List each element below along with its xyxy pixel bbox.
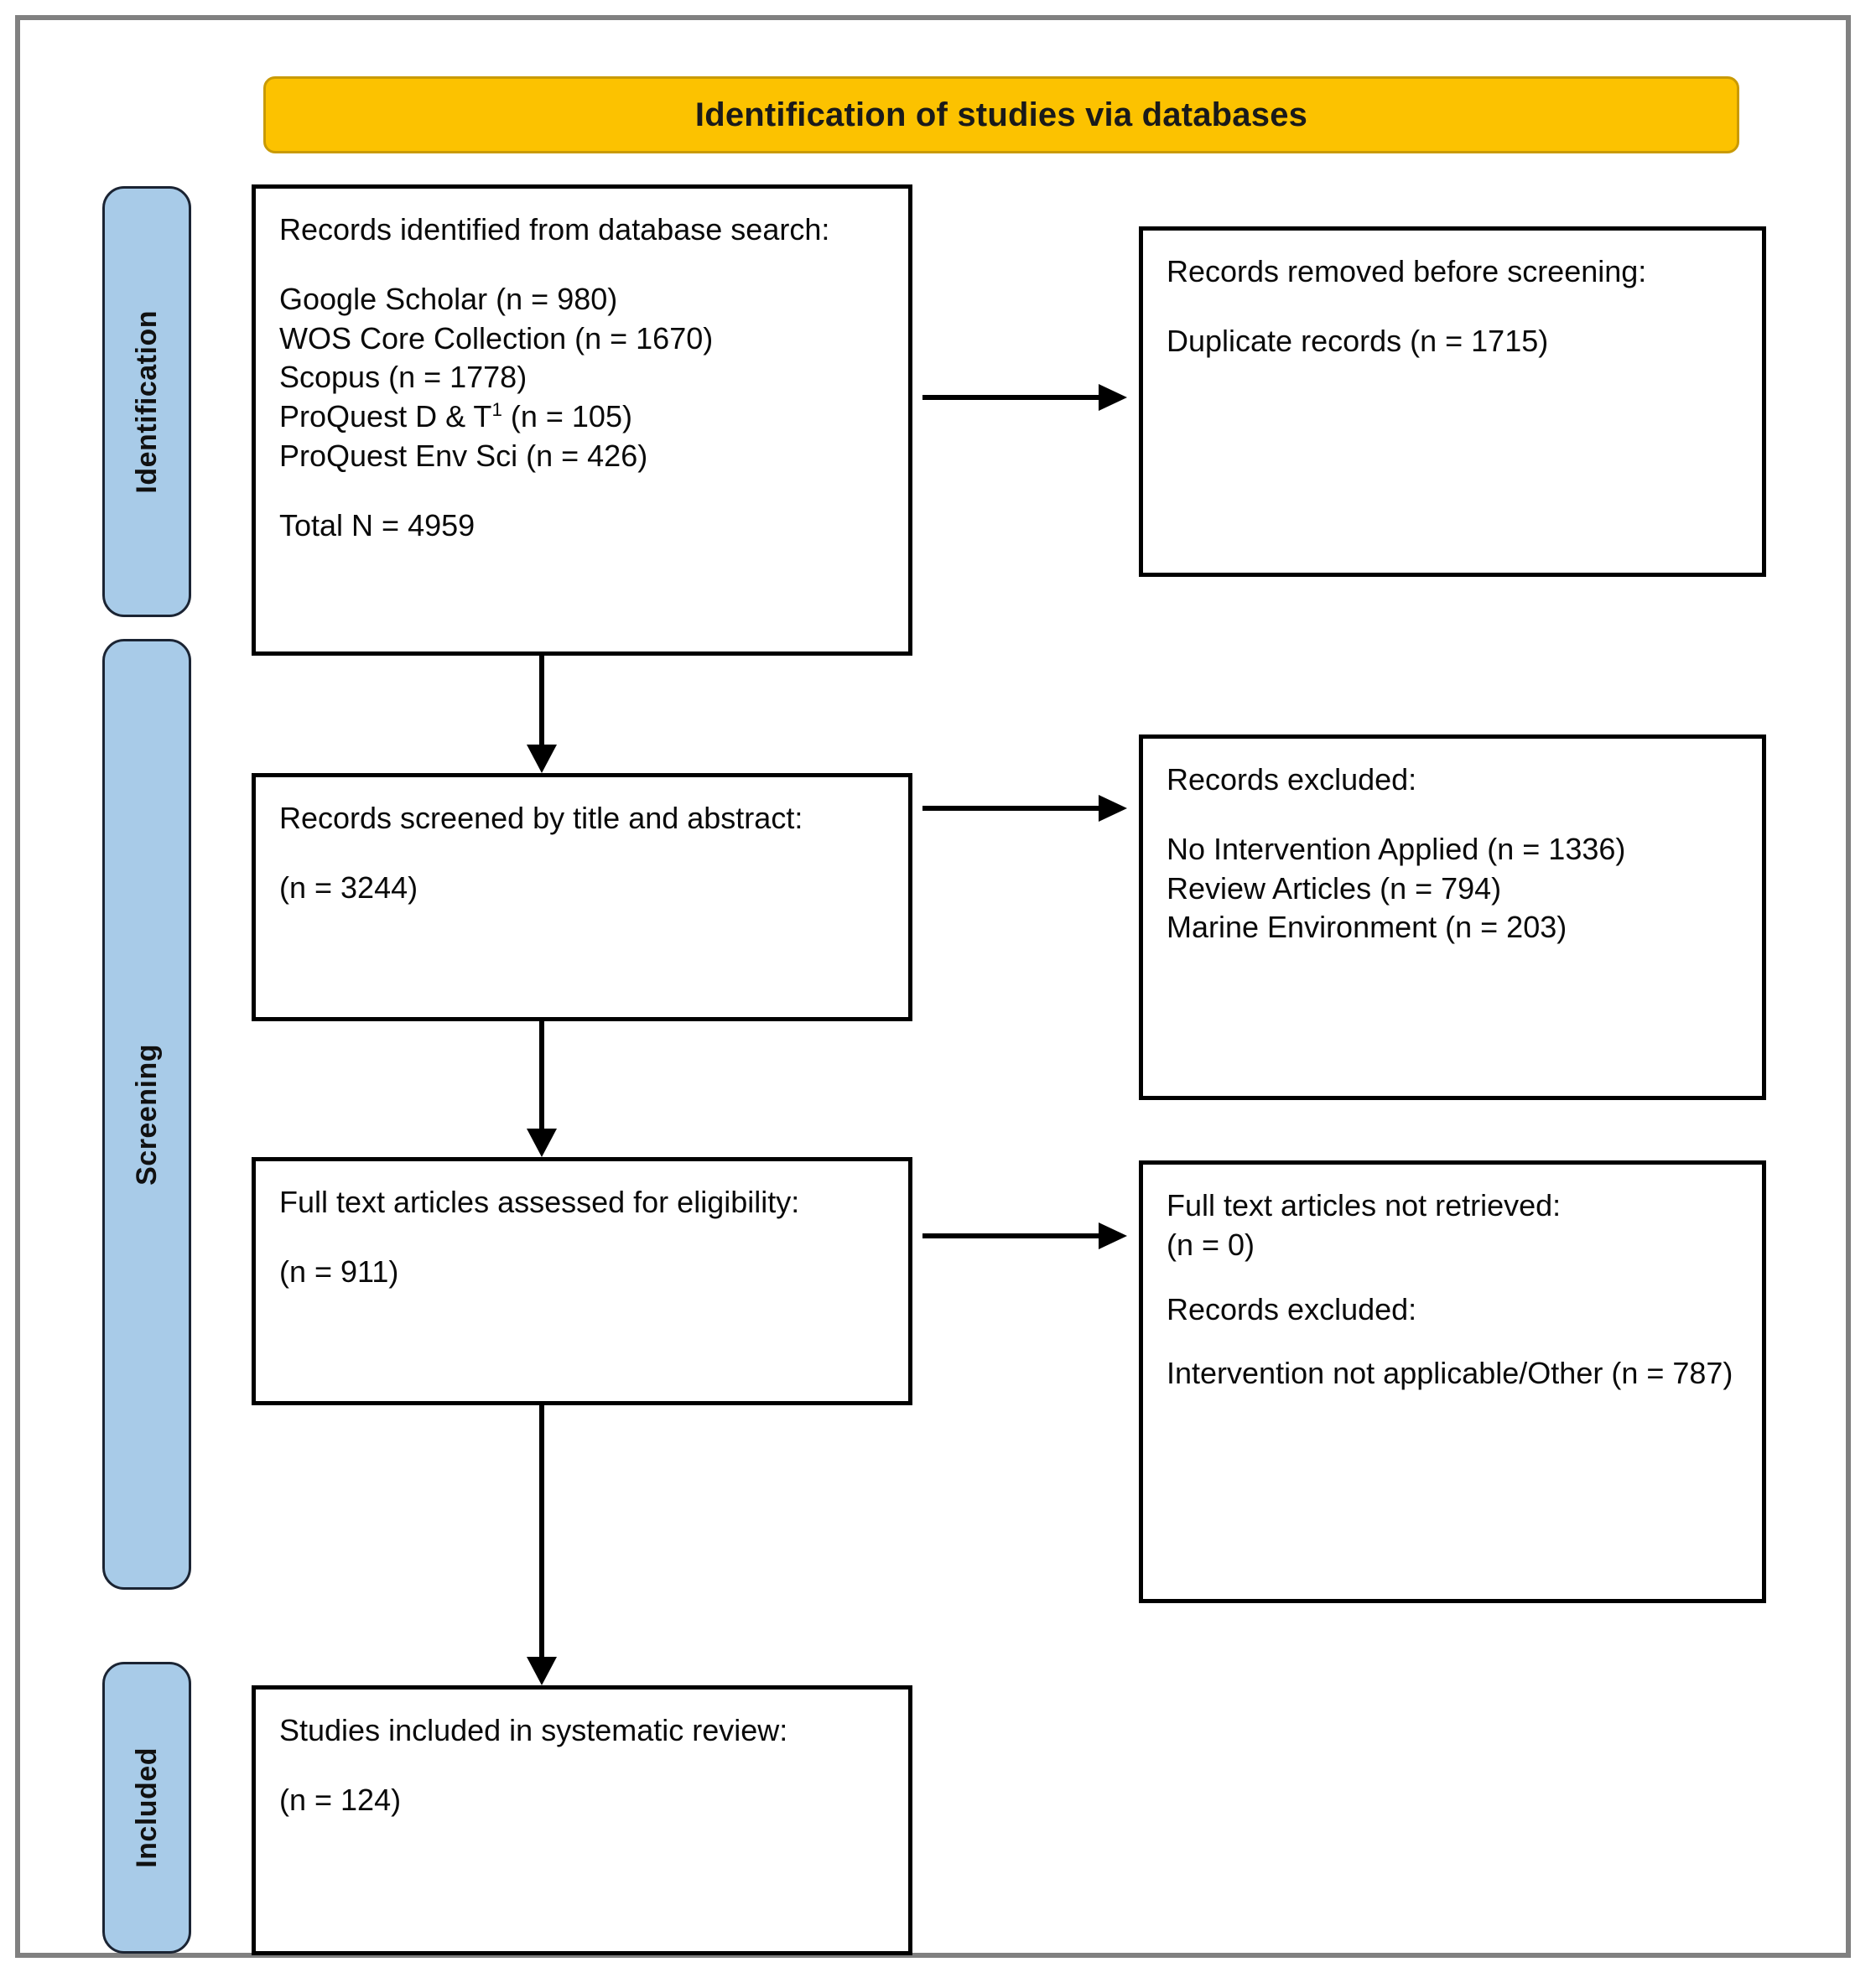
arrow-screened-to-fulltext — [523, 1021, 560, 1159]
box-records-identified-heading: Records identified from database search: — [279, 212, 830, 247]
header-banner: Identification of studies via databases — [263, 76, 1739, 153]
box-fulltext-not-retrieved: Full text articles not retrieved: (n = 0… — [1139, 1160, 1766, 1603]
box-records-excluded-screening: Records excluded: No Intervention Applie… — [1139, 734, 1766, 1100]
arrow-identified-to-screened — [523, 656, 560, 775]
box-fulltext-assessed-heading: Full text articles assessed for eligibil… — [279, 1185, 800, 1219]
box-studies-included: Studies included in systematic review: (… — [252, 1685, 912, 1955]
box-records-screened: Records screened by title and abstract: … — [252, 773, 912, 1021]
arrow-screened-to-excluded — [922, 792, 1129, 825]
stage-rail-label-included: Included — [130, 1747, 163, 1868]
sources-suffix: (n = 105) ProQuest Env Sci (n = 426) — [279, 399, 648, 473]
arrow-identified-to-removed — [922, 381, 1129, 414]
box-fulltext-assessed-count: (n = 911) — [279, 1254, 399, 1289]
arrow-fulltext-to-not-retrieved — [922, 1219, 1129, 1253]
stage-rail-screening: Screening — [102, 639, 191, 1590]
box-fulltext-assessed: Full text articles assessed for eligibil… — [252, 1157, 912, 1405]
box-records-removed: Records removed before screening: Duplic… — [1139, 226, 1766, 577]
box-records-screened-heading: Records screened by title and abstract: — [279, 801, 803, 835]
stage-rail-identification: Identification — [102, 186, 191, 617]
box-studies-included-heading: Studies included in systematic review: — [279, 1713, 788, 1747]
stage-rail-label-screening: Screening — [130, 1043, 163, 1186]
box-records-identified-total: Total N = 4959 — [279, 507, 475, 542]
box-records-screened-count: (n = 3244) — [279, 869, 418, 905]
box-records-identified-sources: Google Scholar (n = 980) WOS Core Collec… — [279, 280, 885, 476]
box-fulltext-excluded-reason: Intervention not applicable/Other (n = 7… — [1167, 1356, 1733, 1391]
header-title: Identification of studies via databases — [694, 96, 1308, 133]
box-records-identified: Records identified from database search:… — [252, 184, 912, 656]
sources-prefix: Google Scholar (n = 980) WOS Core Collec… — [279, 281, 714, 434]
box-records-removed-heading: Records removed before screening: — [1167, 254, 1647, 288]
box-records-removed-detail: Duplicate records (n = 1715) — [1167, 323, 1549, 358]
box-fulltext-excluded-heading: Records excluded: — [1167, 1291, 1417, 1326]
sources-footnote-marker: 1 — [491, 399, 502, 421]
box-records-excluded-screening-reasons: No Intervention Applied (n = 1336) Revie… — [1167, 831, 1626, 945]
stage-rail-included: Included — [102, 1662, 191, 1954]
arrow-fulltext-to-included — [523, 1405, 560, 1687]
stage-rail-label-identification: Identification — [130, 309, 163, 494]
diagram-frame: Identification of studies via databases … — [15, 15, 1851, 1958]
box-records-excluded-screening-heading: Records excluded: — [1167, 762, 1417, 797]
box-fulltext-not-retrieved-heading: Full text articles not retrieved: (n = 0… — [1167, 1188, 1562, 1262]
box-studies-included-count: (n = 124) — [279, 1782, 402, 1817]
